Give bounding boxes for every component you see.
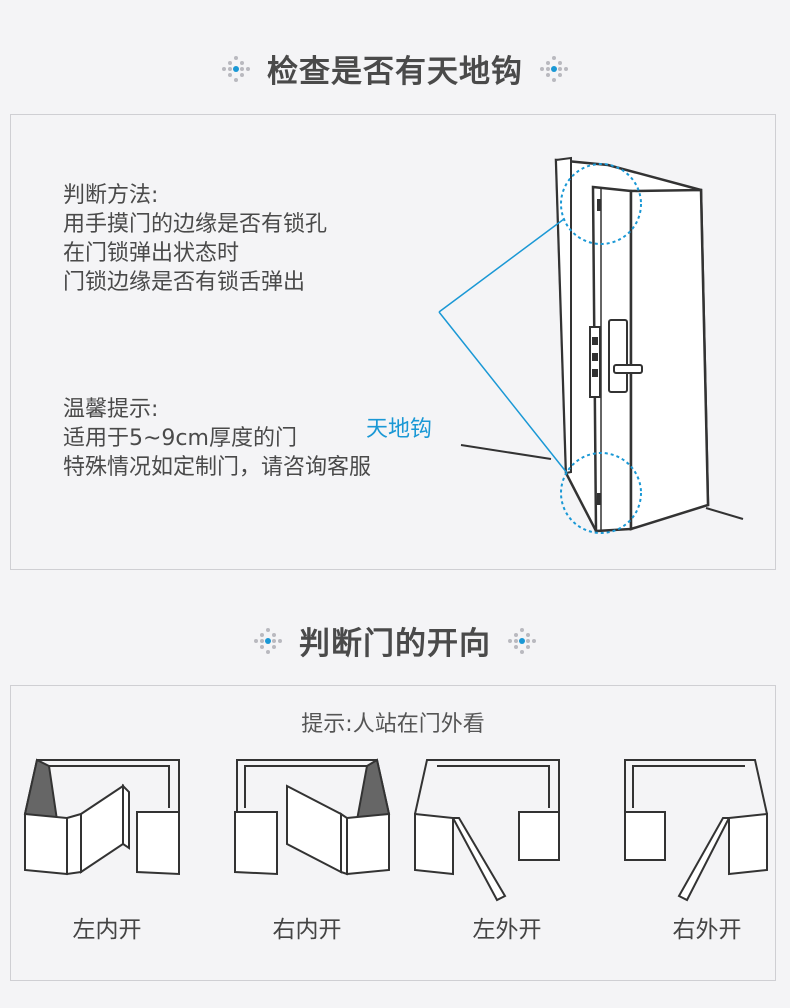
- method-line: 用手摸门的边缘是否有锁孔: [63, 212, 328, 237]
- left-outward-diagram: [414, 759, 560, 902]
- hook-label: 天地钩: [366, 417, 433, 442]
- method-line: 在门锁弹出状态时: [63, 241, 240, 266]
- left-inward-diagram: [23, 758, 180, 876]
- tips-line: 特殊情况如定制门，请咨询客服: [63, 455, 372, 480]
- door-direction-diagrams: [23, 758, 768, 902]
- door-direction-panel: 提示:人站在门外看: [10, 685, 776, 981]
- tips-text: 温馨提示: 适用于5~9cm厚度的门 特殊情况如定制门，请咨询客服: [63, 395, 371, 482]
- section-title-direction: 判断门的开向: [0, 618, 790, 663]
- hook-check-panel: 判断方法: 用手摸门的边缘是否有锁孔 在门锁弹出状态时 门锁边缘是否有锁舌弹出 …: [10, 114, 776, 570]
- caption-left-inward: 左内开: [72, 917, 142, 943]
- section-title-hook: 检查是否有天地钩: [0, 46, 790, 91]
- dots-decoration-icon: [254, 627, 282, 654]
- caption-right-outward: 右外开: [672, 917, 742, 943]
- caption-right-inward: 右内开: [272, 917, 342, 943]
- right-outward-diagram: [624, 759, 768, 902]
- right-inward-diagram: [234, 758, 391, 876]
- section-title: 判断门的开向: [299, 626, 491, 662]
- page-title: 检查是否有天地钩: [267, 54, 523, 90]
- tips-heading: 温馨提示:: [63, 397, 159, 422]
- hint-text: 提示:人站在门外看: [301, 712, 485, 737]
- method-text: 判断方法: 用手摸门的边缘是否有锁孔 在门锁弹出状态时 门锁边缘是否有锁舌弹出: [63, 181, 327, 297]
- dots-decoration-icon: [540, 55, 568, 82]
- method-line: 门锁边缘是否有锁舌弹出: [63, 270, 306, 295]
- method-heading: 判断方法:: [63, 183, 159, 208]
- dots-decoration-icon: [508, 627, 536, 654]
- caption-left-outward: 左外开: [472, 917, 542, 943]
- tips-line: 适用于5~9cm厚度的门: [63, 426, 297, 451]
- dots-decoration-icon: [222, 55, 250, 82]
- door-illustration: [438, 156, 744, 534]
